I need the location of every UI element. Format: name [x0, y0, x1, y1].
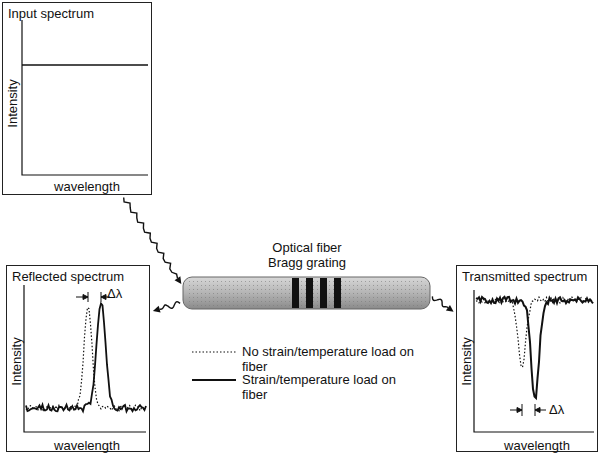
loaded-curve [26, 303, 146, 411]
spectrum-curves [26, 297, 593, 412]
panel-title: Transmitted spectrum [462, 269, 587, 284]
light-path-arrow [153, 302, 180, 313]
spectrum-panel: Input spectrumIntensity wavelength [2, 2, 152, 195]
axis-label: Intensity [5, 79, 20, 127]
text-label: Δλ [549, 402, 564, 417]
axis-label: Intensity [459, 337, 474, 385]
bragg-grating-fiber: Optical fiber Bragg grating [183, 277, 430, 309]
text-label: wavelength [54, 438, 120, 453]
panel-title: Optical fiber Bragg grating [257, 240, 357, 270]
unloaded-curve [26, 308, 146, 411]
spectrum-panel: Transmitted spectrumIntensity wavelength Δ… [456, 265, 598, 452]
plot-axes [22, 20, 594, 432]
unloaded-curve [476, 297, 593, 367]
panel-title: Input spectrum [8, 6, 94, 21]
delta-lambda-markers [76, 292, 546, 416]
legend-samples [192, 352, 236, 380]
light-path-arrow [124, 198, 182, 285]
panel-title: Reflected spectrum [12, 269, 124, 284]
spectrum-panel: Reflected spectrumIntensity wavelength Δλ [6, 265, 150, 452]
legend-text: Strain/temperature load on fiber [242, 372, 422, 402]
light-path-arrow [432, 296, 453, 311]
loaded-curve [476, 297, 593, 398]
text-label: Δλ [107, 286, 122, 301]
text-label: wavelength [504, 438, 570, 453]
fiber-body [183, 277, 430, 309]
legend-text: No strain/temperature load on fiber [242, 344, 422, 374]
text-label: wavelength [54, 179, 120, 194]
axis-label: Intensity [9, 337, 24, 385]
input-spectrum-line [22, 64, 148, 66]
